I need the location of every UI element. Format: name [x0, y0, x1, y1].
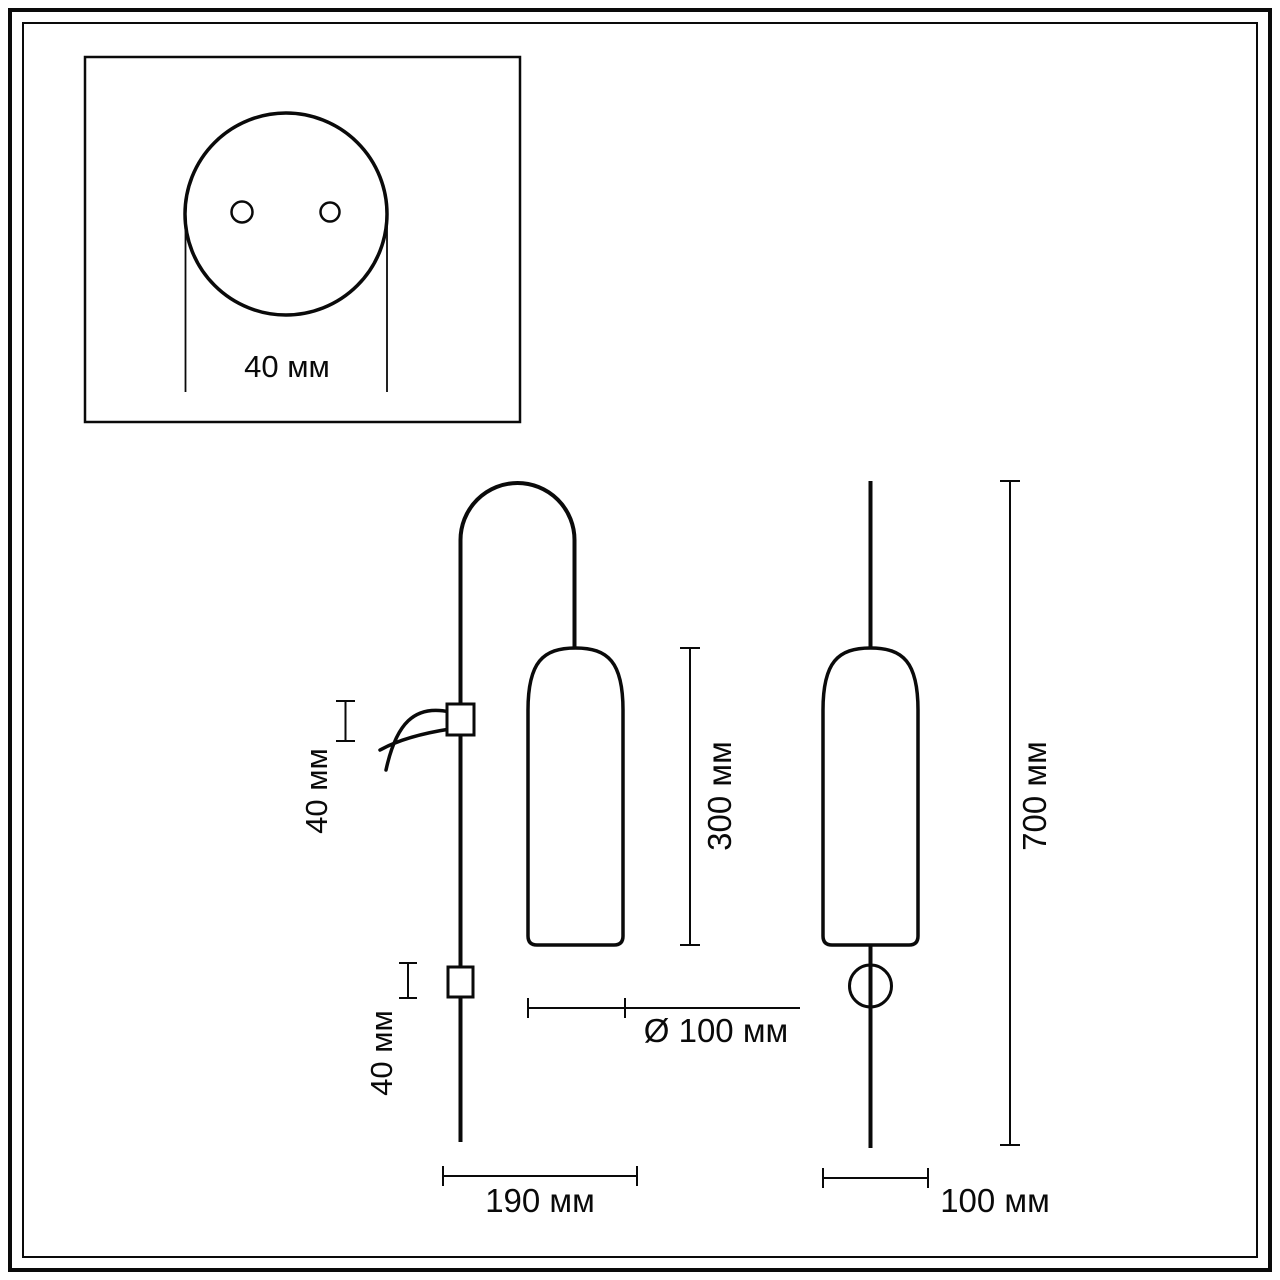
mounting-plate-view: 40 мм	[83, 55, 522, 424]
front-dim-total-width: 190 мм	[442, 1166, 638, 1219]
front-bracket-bottom	[446, 965, 475, 999]
front-dim-total-width-label: 190 мм	[485, 1182, 595, 1219]
outer-frame-border	[8, 8, 1272, 1272]
front-dim-bracket-top: 40 мм	[299, 700, 355, 834]
front-dim-bracket-top-label: 40 мм	[299, 748, 334, 834]
front-dim-bracket-bottom-label: 40 мм	[364, 1010, 399, 1096]
plate-width-dimension-label: 40 мм	[244, 349, 330, 384]
wire-strand-upper	[378, 727, 452, 752]
front-shade	[526, 646, 625, 947]
side-dim-depth: 100 мм	[822, 1168, 1050, 1219]
side-view: 700 мм 100 мм	[821, 480, 1053, 1219]
plate-detail-box	[83, 55, 522, 424]
front-dim-shade-height-label: 300 мм	[701, 741, 738, 851]
wire-strand-lower	[384, 708, 452, 772]
front-dim-shade-diameter-label: Ø 100 мм	[644, 1012, 788, 1049]
front-view: 40 мм 40 мм 300 мм Ø 100 мм	[299, 481, 800, 1219]
front-rod-gooseneck	[458, 481, 577, 1142]
plate-circle	[183, 111, 389, 317]
side-dim-total-height: 700 мм	[1000, 480, 1053, 1146]
front-dim-shade-diameter: Ø 100 мм	[527, 998, 800, 1049]
mounting-hole-left	[230, 200, 254, 224]
front-bracket-top	[445, 702, 476, 737]
side-dim-total-height-label: 700 мм	[1016, 741, 1053, 851]
front-dim-bracket-bottom: 40 мм	[364, 962, 417, 1096]
side-dim-depth-label: 100 мм	[940, 1182, 1050, 1219]
mounting-hole-right	[319, 201, 341, 223]
front-dim-shade-height: 300 мм	[680, 647, 738, 946]
side-shade	[821, 646, 920, 947]
inner-frame-border	[22, 22, 1258, 1258]
